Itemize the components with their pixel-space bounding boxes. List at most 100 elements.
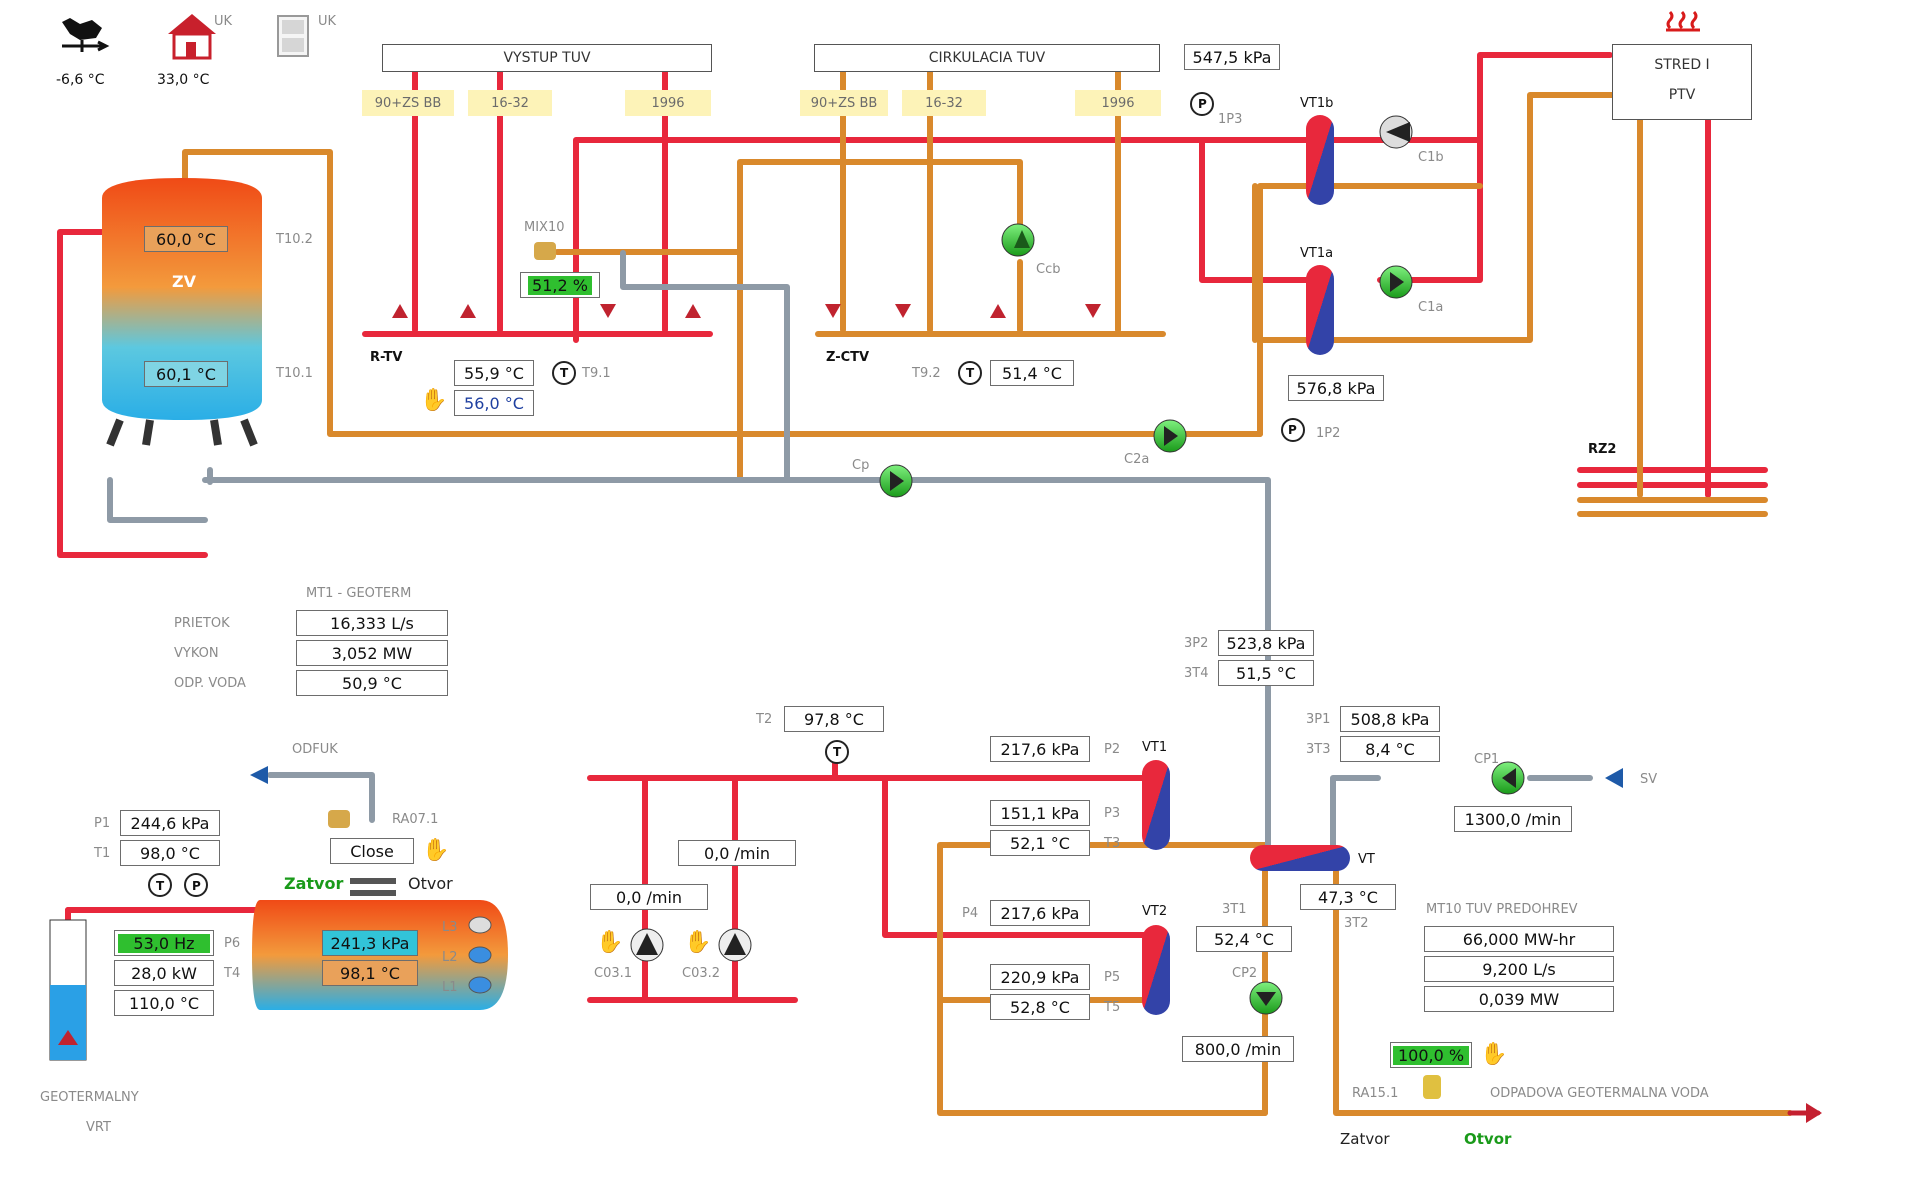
weathervane-shape bbox=[62, 18, 110, 52]
label-rtv: R-TV bbox=[370, 350, 403, 365]
label-odp-voda: ODP. VODA bbox=[174, 676, 246, 691]
uk-temp: 33,0 °C bbox=[157, 72, 210, 88]
zv-tank-label: ZV bbox=[172, 272, 196, 291]
mt10-energy: 66,000 MW-hr bbox=[1424, 926, 1614, 952]
label-zatvor-ra15: Zatvor bbox=[1340, 1130, 1390, 1148]
close-button[interactable]: Close bbox=[330, 838, 414, 864]
label-3p1: 3P1 bbox=[1306, 712, 1331, 727]
window-shape bbox=[277, 15, 309, 57]
label-3t1: 3T1 bbox=[1222, 902, 1247, 917]
window-icon bbox=[276, 14, 310, 58]
heating-shape bbox=[1666, 10, 1700, 32]
sensor-t92-symbol: T bbox=[966, 366, 975, 380]
mt10-power: 0,039 MW bbox=[1424, 986, 1614, 1012]
label-t1: T1 bbox=[94, 846, 111, 861]
mix10-readout: 51,2 % bbox=[520, 272, 600, 298]
t-3t3-readout: 8,4 °C bbox=[1340, 736, 1440, 762]
t3-readout: 52,1 °C bbox=[990, 830, 1090, 856]
hz-readout: 53,0 Hz bbox=[114, 930, 214, 956]
t9-1-temp-a: 55,9 °C bbox=[454, 360, 534, 386]
label-vt2: VT2 bbox=[1142, 904, 1168, 919]
mt10-flow: 9,200 L/s bbox=[1424, 956, 1614, 982]
c03-2-flow: 0,0 /min bbox=[678, 840, 796, 866]
pressure-576-readout: 576,8 kPa bbox=[1288, 375, 1384, 401]
stred-line-2: PTV bbox=[1668, 87, 1696, 103]
cp1-flow: 1300,0 /min bbox=[1454, 806, 1572, 832]
label-p6: P6 bbox=[224, 936, 241, 951]
label-3t4: 3T4 bbox=[1184, 666, 1209, 681]
label-odpadova: ODPADOVA GEOTERMALNA VODA bbox=[1490, 1086, 1709, 1101]
label-1p2: 1P2 bbox=[1316, 426, 1341, 441]
hz-value: 53,0 Hz bbox=[118, 933, 210, 953]
label-3p2: 3P2 bbox=[1184, 636, 1209, 651]
label-rz2: RZ2 bbox=[1588, 442, 1617, 457]
rooster-weathervane-icon bbox=[56, 14, 108, 58]
mt1-vykon: 3,052 MW bbox=[296, 640, 448, 666]
label-ccb: Ccb bbox=[1036, 262, 1061, 277]
tag-vystup-90zsbb: 90+ZS BB bbox=[362, 90, 454, 116]
p2-readout: 217,6 kPa bbox=[990, 736, 1090, 762]
manual-hand-icon[interactable]: ✋ bbox=[422, 838, 450, 863]
t2-readout: 97,8 °C bbox=[784, 706, 884, 732]
label-geotermalny: GEOTERMALNY bbox=[40, 1090, 139, 1105]
tag-vystup-1996: 1996 bbox=[625, 90, 711, 116]
label-odfuk: ODFUK bbox=[292, 742, 338, 757]
label-l3: L3 bbox=[442, 920, 458, 935]
label-t10-1: T10.1 bbox=[276, 366, 313, 381]
label-c1b: C1b bbox=[1418, 150, 1444, 165]
label-otvor-ra15: Otvor bbox=[1464, 1130, 1512, 1148]
zv-bottom-temp-value: 60,1 °C bbox=[156, 364, 216, 384]
house-shape bbox=[168, 14, 216, 60]
label-t2: T2 bbox=[756, 712, 773, 727]
pressure-top-readout: 547,5 kPa bbox=[1184, 44, 1280, 70]
label-t10-2: T10.2 bbox=[276, 232, 313, 247]
mt1-title: MT1 - GEOTERM bbox=[306, 586, 412, 601]
cp2-flow: 800,0 /min bbox=[1182, 1036, 1294, 1062]
sensor-p1-symbol: P bbox=[192, 879, 201, 893]
label-prietok: PRIETOK bbox=[174, 616, 230, 631]
p5-readout: 220,9 kPa bbox=[990, 964, 1090, 990]
tag-cirk-16-32: 16-32 bbox=[902, 90, 986, 116]
label-3t3: 3T3 bbox=[1306, 742, 1331, 757]
ra15-pct: 100,0 % bbox=[1393, 1045, 1469, 1065]
label-l2: L2 bbox=[442, 950, 458, 965]
mt1-prietok: 16,333 L/s bbox=[296, 610, 448, 636]
manual-hand-icon[interactable]: ✋ bbox=[596, 930, 624, 955]
header-stred-ptv: STRED I PTV bbox=[1612, 44, 1752, 120]
label-t5: T5 bbox=[1104, 1000, 1121, 1015]
outdoor-temp: -6,6 °C bbox=[56, 72, 105, 88]
c03-1-flow: 0,0 /min bbox=[590, 884, 708, 910]
sensor-t91-symbol: T bbox=[560, 366, 569, 380]
t5-readout: 52,8 °C bbox=[990, 994, 1090, 1020]
label-ra07-1: RA07.1 bbox=[392, 812, 439, 827]
p1-readout: 244,6 kPa bbox=[120, 810, 220, 836]
tank-pressure: 241,3 kPa bbox=[322, 930, 418, 956]
label-cp1: CP1 bbox=[1474, 752, 1500, 767]
manual-hand-icon[interactable]: ✋ bbox=[420, 388, 448, 413]
zv-top-temp: 60,0 °C bbox=[144, 226, 228, 252]
p3-readout: 151,1 kPa bbox=[990, 800, 1090, 826]
label-ra15-1: RA15.1 bbox=[1352, 1086, 1399, 1101]
sensor-t1-symbol: T bbox=[156, 879, 165, 893]
zv-tank-shape bbox=[102, 178, 262, 447]
t-3t1-readout: 52,4 °C bbox=[1196, 926, 1292, 952]
manual-hand-icon[interactable]: ✋ bbox=[1480, 1042, 1508, 1067]
zv-bottom-temp: 60,1 °C bbox=[144, 361, 228, 387]
t4-readout: 110,0 °C bbox=[114, 990, 214, 1016]
label-t4: T4 bbox=[224, 966, 241, 981]
label-c03-2: C03.2 bbox=[682, 966, 721, 981]
label-t9-2: T9.2 bbox=[912, 366, 941, 381]
label-vt1a: VT1a bbox=[1300, 246, 1334, 261]
zv-top-temp-value: 60,0 °C bbox=[156, 229, 216, 249]
stred-line-1: STRED I bbox=[1654, 57, 1710, 73]
manual-hand-icon[interactable]: ✋ bbox=[684, 930, 712, 955]
t1-readout: 98,0 °C bbox=[120, 840, 220, 866]
header-cirkulacia-tuv: CIRKULACIA TUV bbox=[814, 44, 1160, 72]
label-otvor: Otvor bbox=[408, 874, 453, 893]
label-t9-1: T9.1 bbox=[582, 366, 611, 381]
tag-vystup-16-32: 16-32 bbox=[468, 90, 552, 116]
tank-temp: 98,1 °C bbox=[322, 960, 418, 986]
label-vrt: VRT bbox=[86, 1120, 111, 1135]
label-vt: VT bbox=[1358, 852, 1375, 867]
